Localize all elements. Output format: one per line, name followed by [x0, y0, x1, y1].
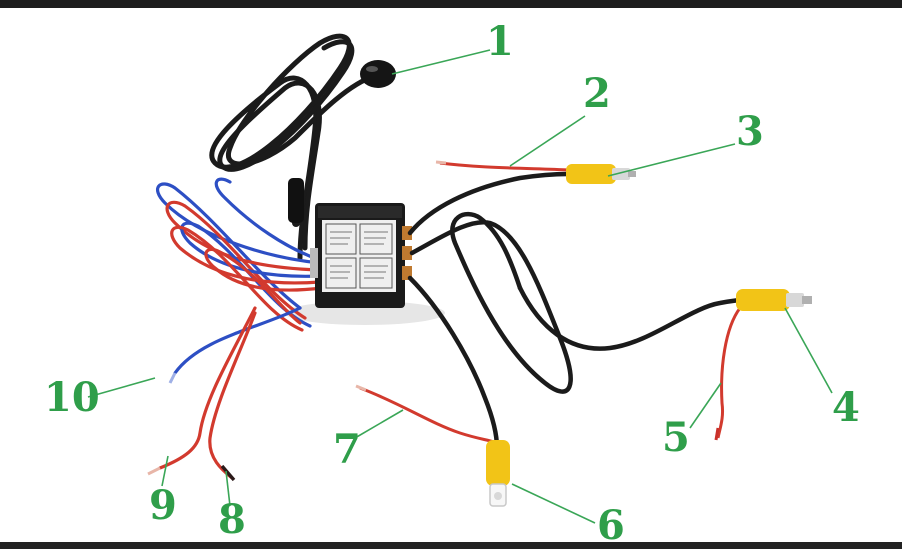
push-button-sensor	[360, 60, 396, 88]
wire-bundle-left	[156, 177, 324, 480]
leader-line-6	[511, 483, 596, 524]
callout-number-5: 5	[662, 414, 690, 461]
leader-line-3	[607, 143, 736, 177]
leader-line-9	[161, 455, 169, 487]
wire-8-tip	[220, 464, 236, 482]
product-photo	[0, 8, 902, 542]
wire-5-tip	[714, 427, 720, 441]
cable-1-connector	[288, 178, 304, 223]
leader-line-4	[784, 307, 833, 394]
leader-line-8	[225, 470, 231, 507]
leader-lines	[87, 49, 833, 524]
wire-9-tip	[147, 466, 161, 476]
callout-number-10: 10	[44, 374, 100, 421]
callout-number-9: 9	[149, 482, 177, 529]
leader-line-7	[354, 409, 404, 439]
callout-number-6: 6	[597, 502, 625, 549]
callout-number-2: 2	[583, 70, 611, 117]
rca-connector-6	[486, 440, 510, 507]
wire-5	[716, 307, 742, 439]
callout-number-1: 1	[486, 18, 514, 65]
photo-background	[0, 8, 902, 542]
leader-line-10	[87, 377, 156, 398]
leader-line-5	[689, 382, 722, 429]
wire-2-tip	[435, 160, 447, 165]
cable-6	[407, 275, 500, 451]
callout-number-3: 3	[736, 108, 764, 155]
callout-number-7: 7	[333, 426, 361, 473]
wire-7-tip	[355, 384, 367, 392]
callout-number-4: 4	[832, 384, 860, 431]
rca-connector-4	[736, 289, 812, 311]
wire-7	[359, 386, 495, 444]
control-module	[310, 203, 412, 308]
cable-3	[407, 171, 571, 236]
leader-line-1	[391, 49, 491, 75]
callout-number-8: 8	[218, 496, 246, 543]
leader-line-2	[509, 115, 586, 167]
wire-2	[439, 161, 571, 172]
top-frame-bar	[0, 0, 902, 8]
wire-10-tip	[168, 372, 177, 384]
cable-4-coil	[409, 211, 745, 394]
push-button-highlight	[366, 66, 378, 72]
